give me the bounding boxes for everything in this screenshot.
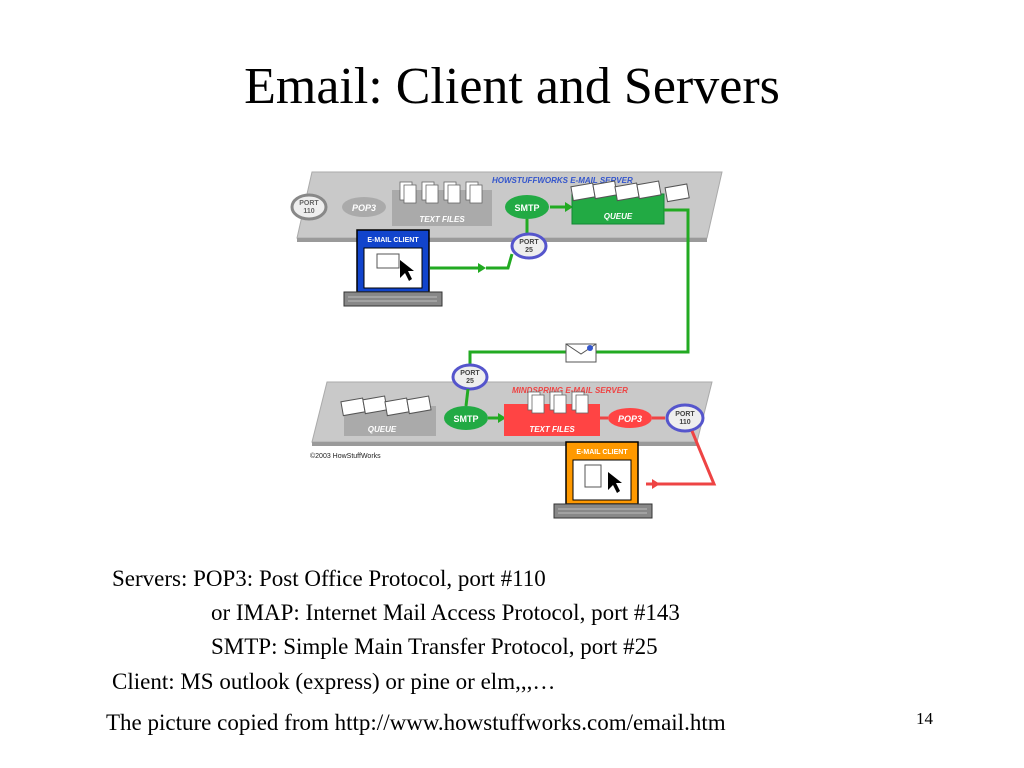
bottom-port-25-badge: PORT 25 [451,363,489,391]
slide-title: Email: Client and Servers [244,58,780,115]
bottom-server-label: MINDSPRING E-MAIL SERVER [512,386,628,395]
bottom-port-110-word: PORT [675,411,695,418]
bottom-text-files-label: TEXT FILES [529,425,575,434]
bullet-servers-pop3: Servers: POP3: Post Office Protocol, por… [112,566,546,591]
top-text-files-label: TEXT FILES [419,215,465,224]
top-pop3-label: POP3 [352,203,376,213]
top-smtp-label: SMTP [514,203,539,213]
bottom-email-client: E-MAIL CLIENT [553,441,653,519]
bottom-pop3-badge: POP3 [608,408,652,428]
bullet-client: Client: MS outlook (express) or pine or … [112,669,556,694]
top-port-25-number: 25 [525,247,533,254]
top-keyboard-icon [343,291,443,307]
bottom-port-25-word: PORT [460,370,480,377]
top-email-client-label: E-MAIL CLIENT [367,237,419,244]
bullet-smtp: SMTP: Simple Main Transfer Protocol, por… [211,634,658,659]
bottom-pop3-label: POP3 [618,414,642,424]
cursor-arrow-icon [400,260,414,281]
transit-envelope-icon [565,343,597,363]
bottom-cursor-arrow-icon [608,472,622,493]
bottom-text-files-icon [527,391,589,414]
bottom-client-document-icon [584,464,602,488]
top-port-25-word: PORT [519,239,539,246]
top-text-files-icon [399,181,483,204]
top-port-110-badge: PORT 110 [290,193,328,221]
page-number: 14 [916,709,933,728]
top-queue-envelopes-icon [570,180,690,203]
bottom-port-110-badge: PORT 110 [665,403,705,433]
bottom-queue-envelopes-icon [340,395,432,417]
top-queue-label: QUEUE [604,212,633,221]
bottom-text-files-box: TEXT FILES [504,391,600,436]
bottom-email-client-label: E-MAIL CLIENT [576,449,628,456]
top-port-110-word: PORT [299,200,319,207]
bottom-port-110-number: 110 [679,419,690,426]
bottom-keyboard-icon [553,503,653,519]
bottom-queue-box: QUEUE [340,395,436,436]
bottom-port-25-number: 25 [466,378,474,385]
top-smtp-badge: SMTP [505,195,549,219]
source-footnote: The picture copied from http://www.howst… [106,710,726,735]
bottom-queue-label: QUEUE [368,425,397,434]
copyright-note: ©2003 HowStuffWorks [310,452,381,460]
email-flow-diagram: HOWSTUFFWORKS E-MAIL SERVER PORT 110 POP… [282,160,742,530]
top-pop3-badge: POP3 [342,197,386,217]
top-text-files-box: TEXT FILES [392,181,492,226]
bottom-smtp-label: SMTP [453,414,478,424]
top-email-client: E-MAIL CLIENT [343,229,443,307]
top-port-25-badge: PORT 25 [510,219,548,260]
bottom-smtp-badge: SMTP [444,406,488,430]
email-flow-svg: HOWSTUFFWORKS E-MAIL SERVER PORT 110 POP… [290,171,723,519]
top-server-label: HOWSTUFFWORKS E-MAIL SERVER [492,176,633,185]
bullet-imap: or IMAP: Internet Mail Access Protocol, … [211,600,680,625]
top-port-110-number: 110 [303,208,314,215]
top-client-envelope-icon [376,253,400,269]
